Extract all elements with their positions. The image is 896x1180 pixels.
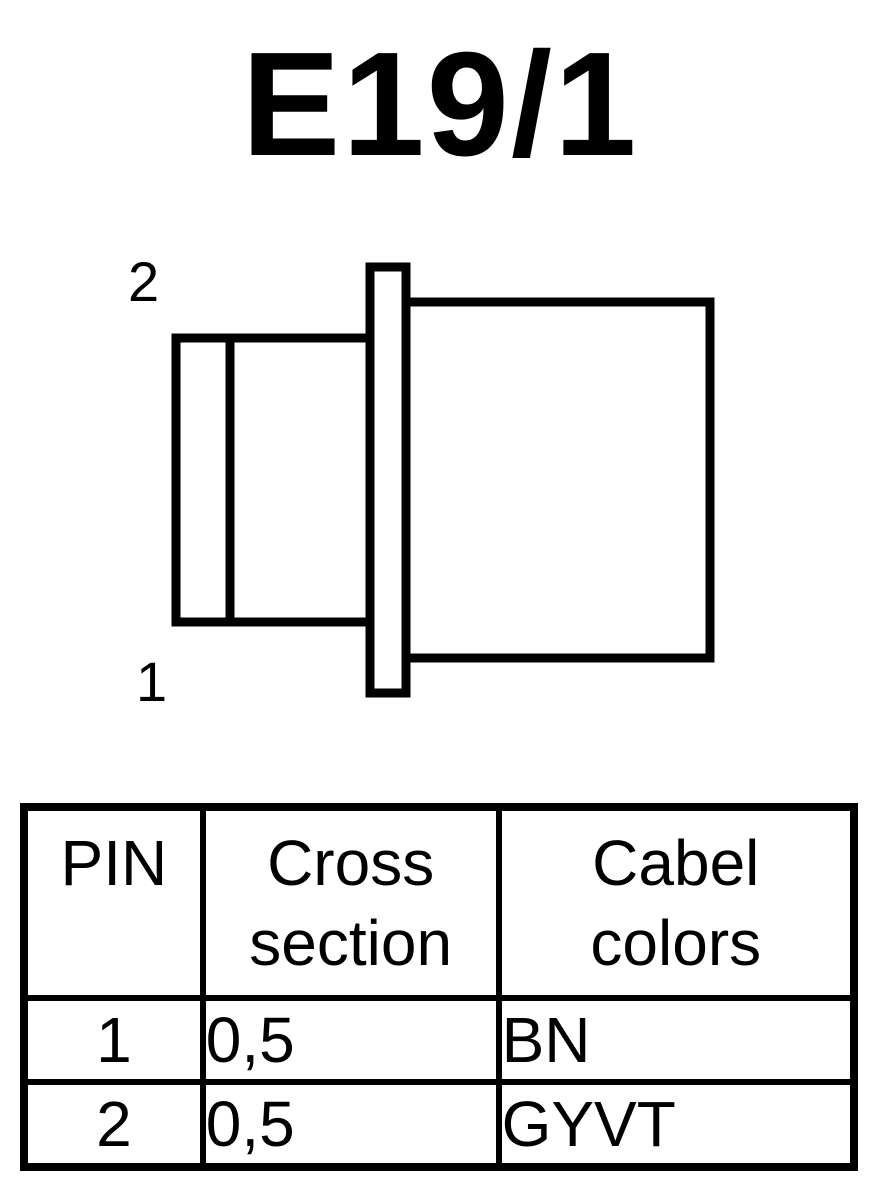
cell-pin: 1 (21, 995, 206, 1085)
table-row: 1 0,5 BN (21, 995, 858, 1085)
header-cable-colors: Cabel colors (495, 804, 858, 1001)
housing-body (399, 297, 715, 663)
cell-cross-section: 0,5 (199, 995, 502, 1085)
table-row: 2 0,5 GYVT (21, 1079, 858, 1170)
pin-1-label: 1 (136, 650, 168, 713)
header-color-line1: Cabel (592, 827, 760, 899)
flange (365, 262, 411, 698)
header-cross-line1: Cross (267, 827, 435, 899)
cell-color: BN (495, 995, 858, 1085)
plug-body (171, 333, 377, 627)
cell-pin: 2 (21, 1079, 206, 1170)
header-pin-text: PIN (60, 827, 168, 899)
header-pin: PIN (21, 804, 206, 1001)
connector-diagram (171, 262, 715, 698)
pin-2-label: 2 (128, 250, 160, 313)
cell-color: GYVT (495, 1079, 858, 1170)
header-cross-line2: section (249, 907, 453, 979)
header-color-line2: colors (590, 907, 762, 979)
header-cross-section: Cross section (199, 804, 502, 1001)
pin-table: PIN Cross section Cabel colors 1 0,5 BN … (20, 803, 858, 1171)
connector-title: E19/1 (241, 22, 639, 187)
cell-cross-section: 0,5 (199, 1079, 502, 1170)
table-header-row: PIN Cross section Cabel colors (21, 804, 858, 1001)
